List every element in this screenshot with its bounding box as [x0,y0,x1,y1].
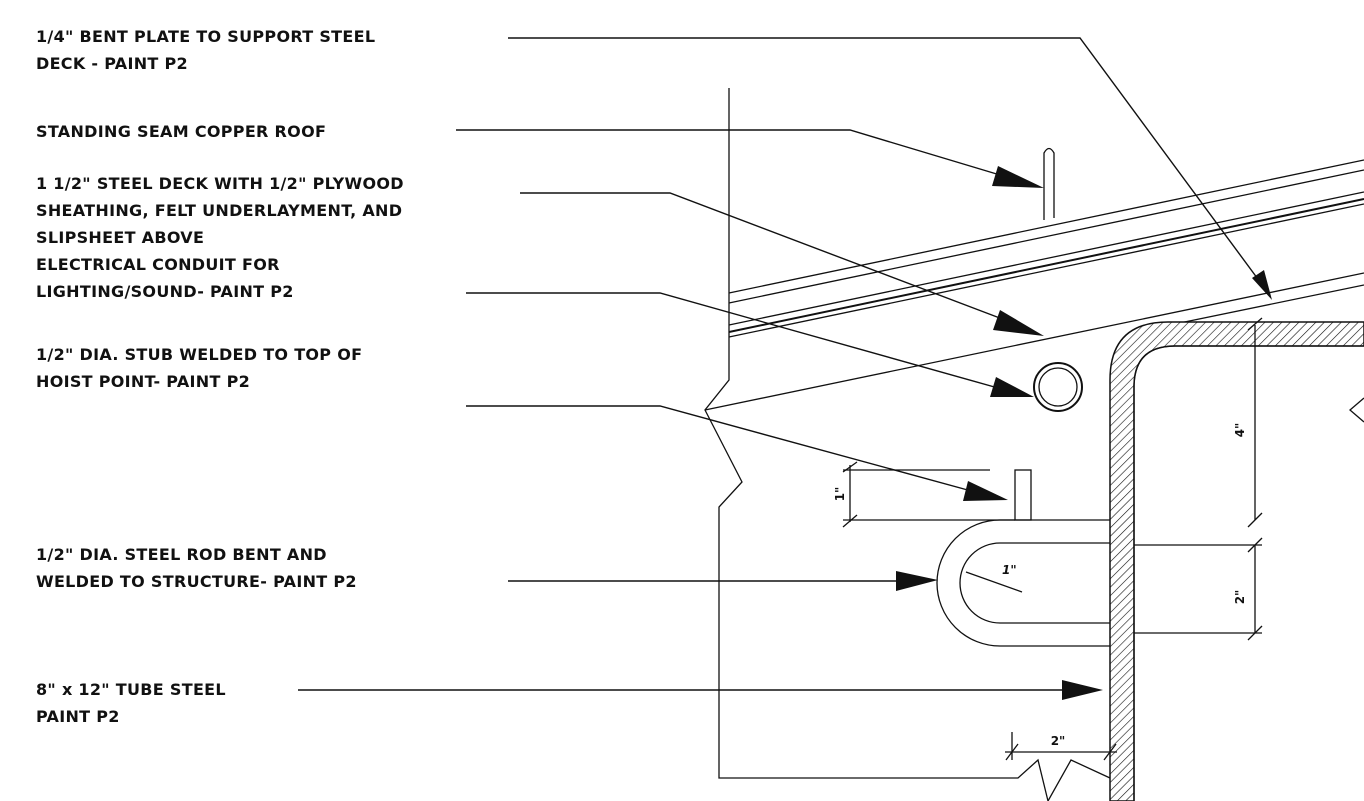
note-conduit-line-1: ELECTRICAL CONDUIT FOR [36,255,280,274]
note-steel-rod-line-1: 1/2" DIA. STEEL ROD BENT AND [36,545,327,564]
note-stub-line-2: HOIST POINT- PAINT P2 [36,372,250,391]
electrical-conduit [1033,362,1083,412]
roof-assembly [704,159,1364,411]
dimension-2in-vertical-label: 2" [1233,590,1247,605]
note-conduit-line-2: LIGHTING/SOUND- PAINT P2 [36,282,294,301]
leader-steel-deck [520,192,1044,336]
leader-copper-roof [456,129,1044,188]
note-steel-deck-line-1: 1 1/2" STEEL DECK WITH 1/2" PLYWOOD [36,174,404,193]
note-steel-rod: 1/2" DIA. STEEL ROD BENT AND WELDED TO S… [36,545,357,591]
note-tube-steel-line-2: PAINT P2 [36,707,120,726]
dimension-rod-radius-label: 1" [1002,563,1017,577]
dimension-2in-horizontal [1005,732,1117,761]
note-tube-steel-line-1: 8" x 12" TUBE STEEL [36,680,226,699]
note-copper-roof-line-1: STANDING SEAM COPPER ROOF [36,122,326,141]
wall-break-line [704,88,1049,801]
note-steel-deck: 1 1/2" STEEL DECK WITH 1/2" PLYWOOD SHEA… [36,174,404,247]
bent-steel-rod [936,519,1110,647]
hoist-stub [1014,469,1032,521]
dimension-2in-horizontal-label: 2" [1051,734,1066,748]
leader-bent-plate [508,37,1272,300]
standing-seam [1043,147,1055,220]
note-bent-plate-line-1: 1/4" BENT PLATE TO SUPPORT STEEL [36,27,375,46]
dimension-4in [1247,317,1263,528]
leader-steel-rod [508,571,938,591]
dimension-1in-stub [842,461,1015,528]
tube-steel-wall [1109,321,1364,801]
note-stub-line-1: 1/2" DIA. STUB WELDED TO TOP OF [36,345,362,364]
note-steel-rod-line-2: WELDED TO STRUCTURE- PAINT P2 [36,572,357,591]
bottom-break-line [1047,759,1111,801]
leader-tube-steel [298,680,1103,700]
dimension-2in-vertical [1134,537,1263,641]
note-steel-deck-line-3: SLIPSHEET ABOVE [36,228,204,247]
section-arrow [1349,397,1364,423]
note-conduit: ELECTRICAL CONDUIT FOR LIGHTING/SOUND- P… [36,255,294,301]
note-tube-steel: 8" x 12" TUBE STEEL PAINT P2 [36,680,226,726]
note-bent-plate-line-2: DECK - PAINT P2 [36,54,188,73]
leader-conduit [466,292,1034,397]
note-stub: 1/2" DIA. STUB WELDED TO TOP OF HOIST PO… [36,345,362,391]
note-steel-deck-line-2: SHEATHING, FELT UNDERLAYMENT, AND [36,201,402,220]
tube-inner-line [1133,345,1364,801]
note-copper-roof: STANDING SEAM COPPER ROOF [36,122,326,141]
dimension-4in-label: 4" [1233,423,1247,438]
dimension-1in-stub-label: 1" [833,487,847,502]
note-bent-plate: 1/4" BENT PLATE TO SUPPORT STEEL DECK - … [36,27,375,73]
leader-stub [466,405,1008,501]
